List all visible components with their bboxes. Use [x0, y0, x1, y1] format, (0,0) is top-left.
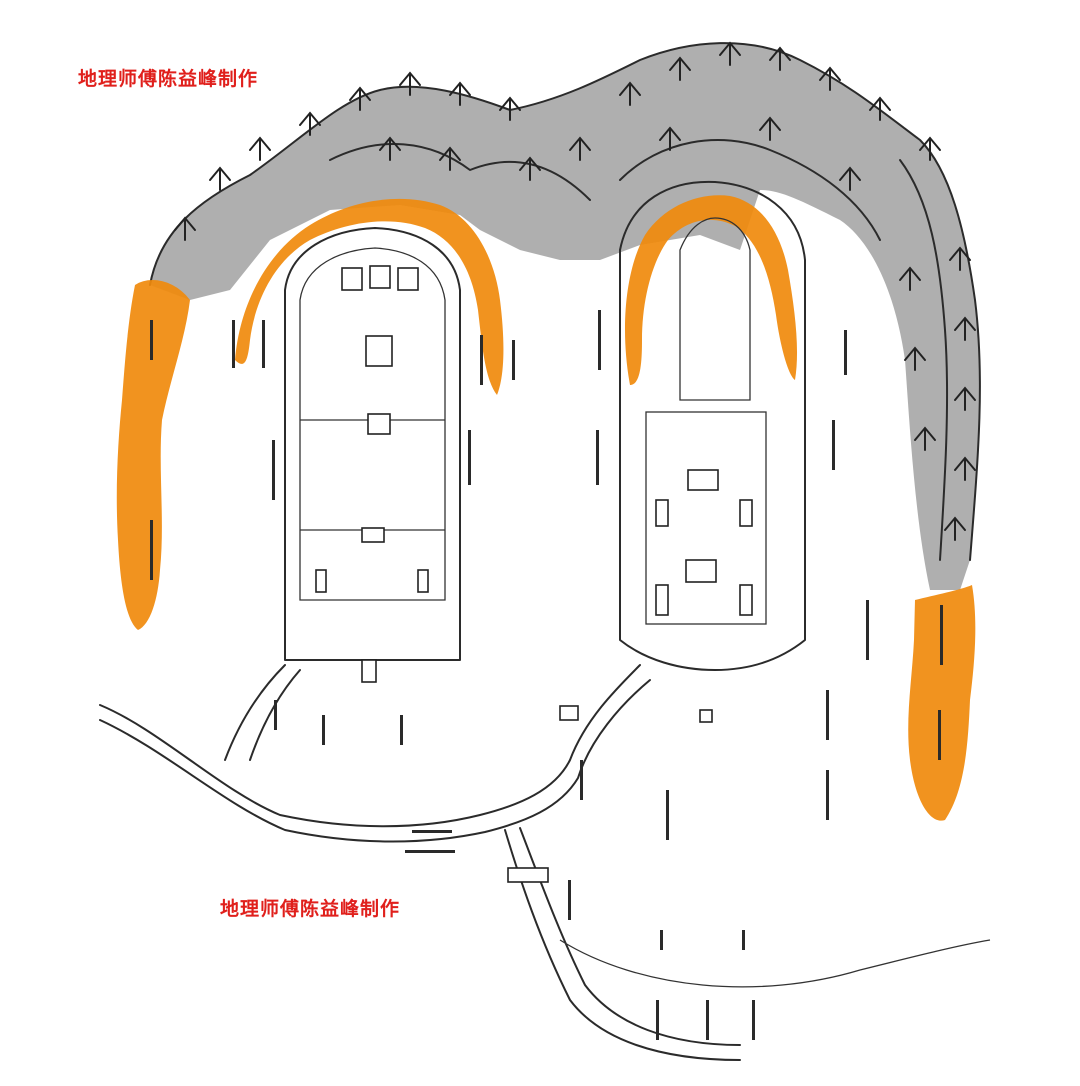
watermark-top: 地理师傅陈益峰制作 — [78, 68, 259, 90]
mountain-range — [149, 42, 981, 590]
right-compound — [619, 180, 806, 723]
map-annotations — [150, 310, 943, 1040]
ridge-trees — [174, 41, 976, 541]
roads — [99, 664, 991, 1061]
watermark-bottom: 地理师傅陈益峰制作 — [220, 898, 401, 920]
right-inner-arc — [625, 195, 798, 385]
right-outer-ridge — [908, 585, 976, 821]
left-outer-ridge — [116, 280, 190, 630]
left-compound — [284, 227, 461, 683]
highlighted-ridges — [116, 195, 976, 821]
